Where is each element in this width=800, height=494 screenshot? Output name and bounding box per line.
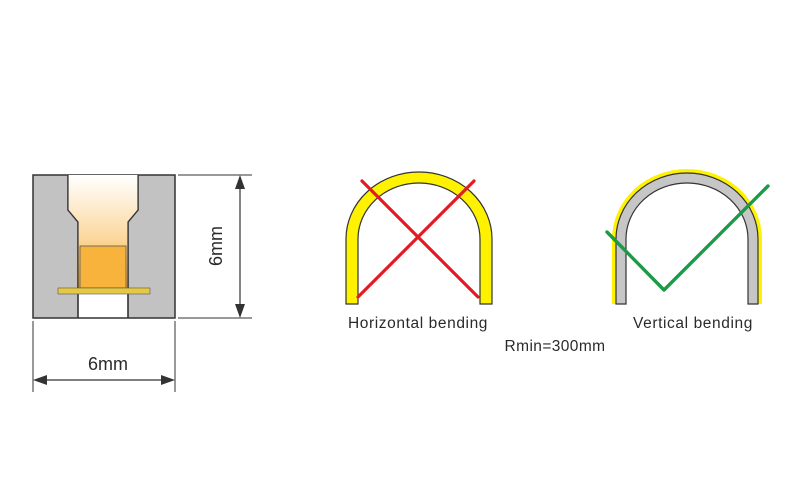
horizontal-bending-figure: Horizontal bending: [345, 171, 493, 332]
radius-label: Rmin=300mm: [505, 338, 606, 355]
height-dimension: 6mm: [178, 174, 252, 319]
profile-cross-section: [32, 174, 176, 319]
arrow-right-icon: [161, 375, 175, 385]
led-strip-pcb: [57, 287, 151, 295]
vertical-neon-yellow-edge: [612, 169, 762, 304]
vertical-neon-arch: [615, 172, 759, 305]
arrow-down-icon: [235, 304, 245, 318]
vertical-bending-label: Vertical bending: [633, 315, 753, 332]
vertical-bending-figure: Vertical bending: [605, 169, 770, 332]
cross-icon: [356, 179, 480, 299]
height-label: 6mm: [206, 226, 226, 266]
inner-channel-outline: [67, 175, 139, 318]
arrow-left-icon: [33, 375, 47, 385]
horizontal-neon-arch: [345, 171, 493, 305]
arrow-up-icon: [235, 175, 245, 189]
width-label: 6mm: [88, 354, 128, 374]
width-dimension: 6mm: [32, 321, 176, 392]
led-chip: [79, 245, 127, 289]
horizontal-bending-label: Horizontal bending: [348, 315, 488, 332]
check-icon: [605, 184, 770, 292]
